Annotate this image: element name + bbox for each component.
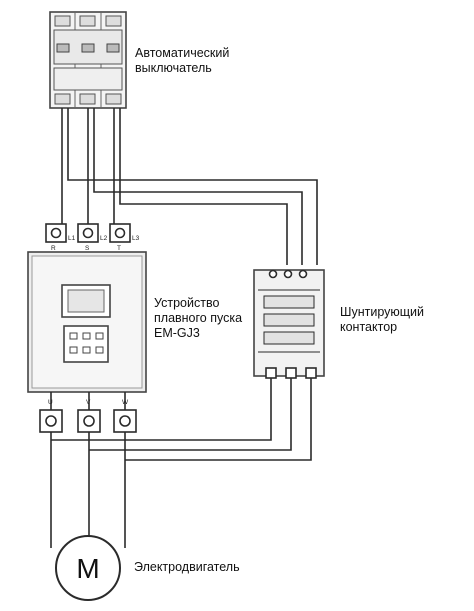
terminal-v: V [86, 399, 91, 406]
output-terminals [39, 392, 137, 433]
terminal-u: U [48, 399, 53, 406]
motor-symbol: M [76, 553, 99, 584]
terminal-w: W [122, 399, 129, 406]
terminal-t: T [117, 245, 121, 252]
terminal-l3: L3 [132, 235, 140, 242]
breaker-label: Автоматический выключатель [135, 46, 230, 75]
soft-starter-label: Устройство плавного пуска EM-GJ3 [154, 296, 243, 340]
motor-label: Электродвигатель [134, 560, 240, 574]
terminal-l2: L2 [100, 235, 108, 242]
motor-wires [50, 432, 126, 548]
terminal-l1: L1 [68, 235, 76, 242]
bypass-contactor-label: Шунтирующий контактор [340, 305, 425, 334]
supply-wires [61, 108, 318, 265]
input-terminals [45, 223, 131, 243]
circuit-breaker [49, 11, 127, 109]
terminal-r: R [51, 245, 56, 252]
terminal-labels: R S T L1 L2 L3 U V W [48, 235, 140, 406]
terminal-s: S [85, 245, 90, 252]
soft-starter [27, 251, 147, 393]
motor [55, 535, 121, 601]
bypass-contactor [253, 269, 325, 379]
